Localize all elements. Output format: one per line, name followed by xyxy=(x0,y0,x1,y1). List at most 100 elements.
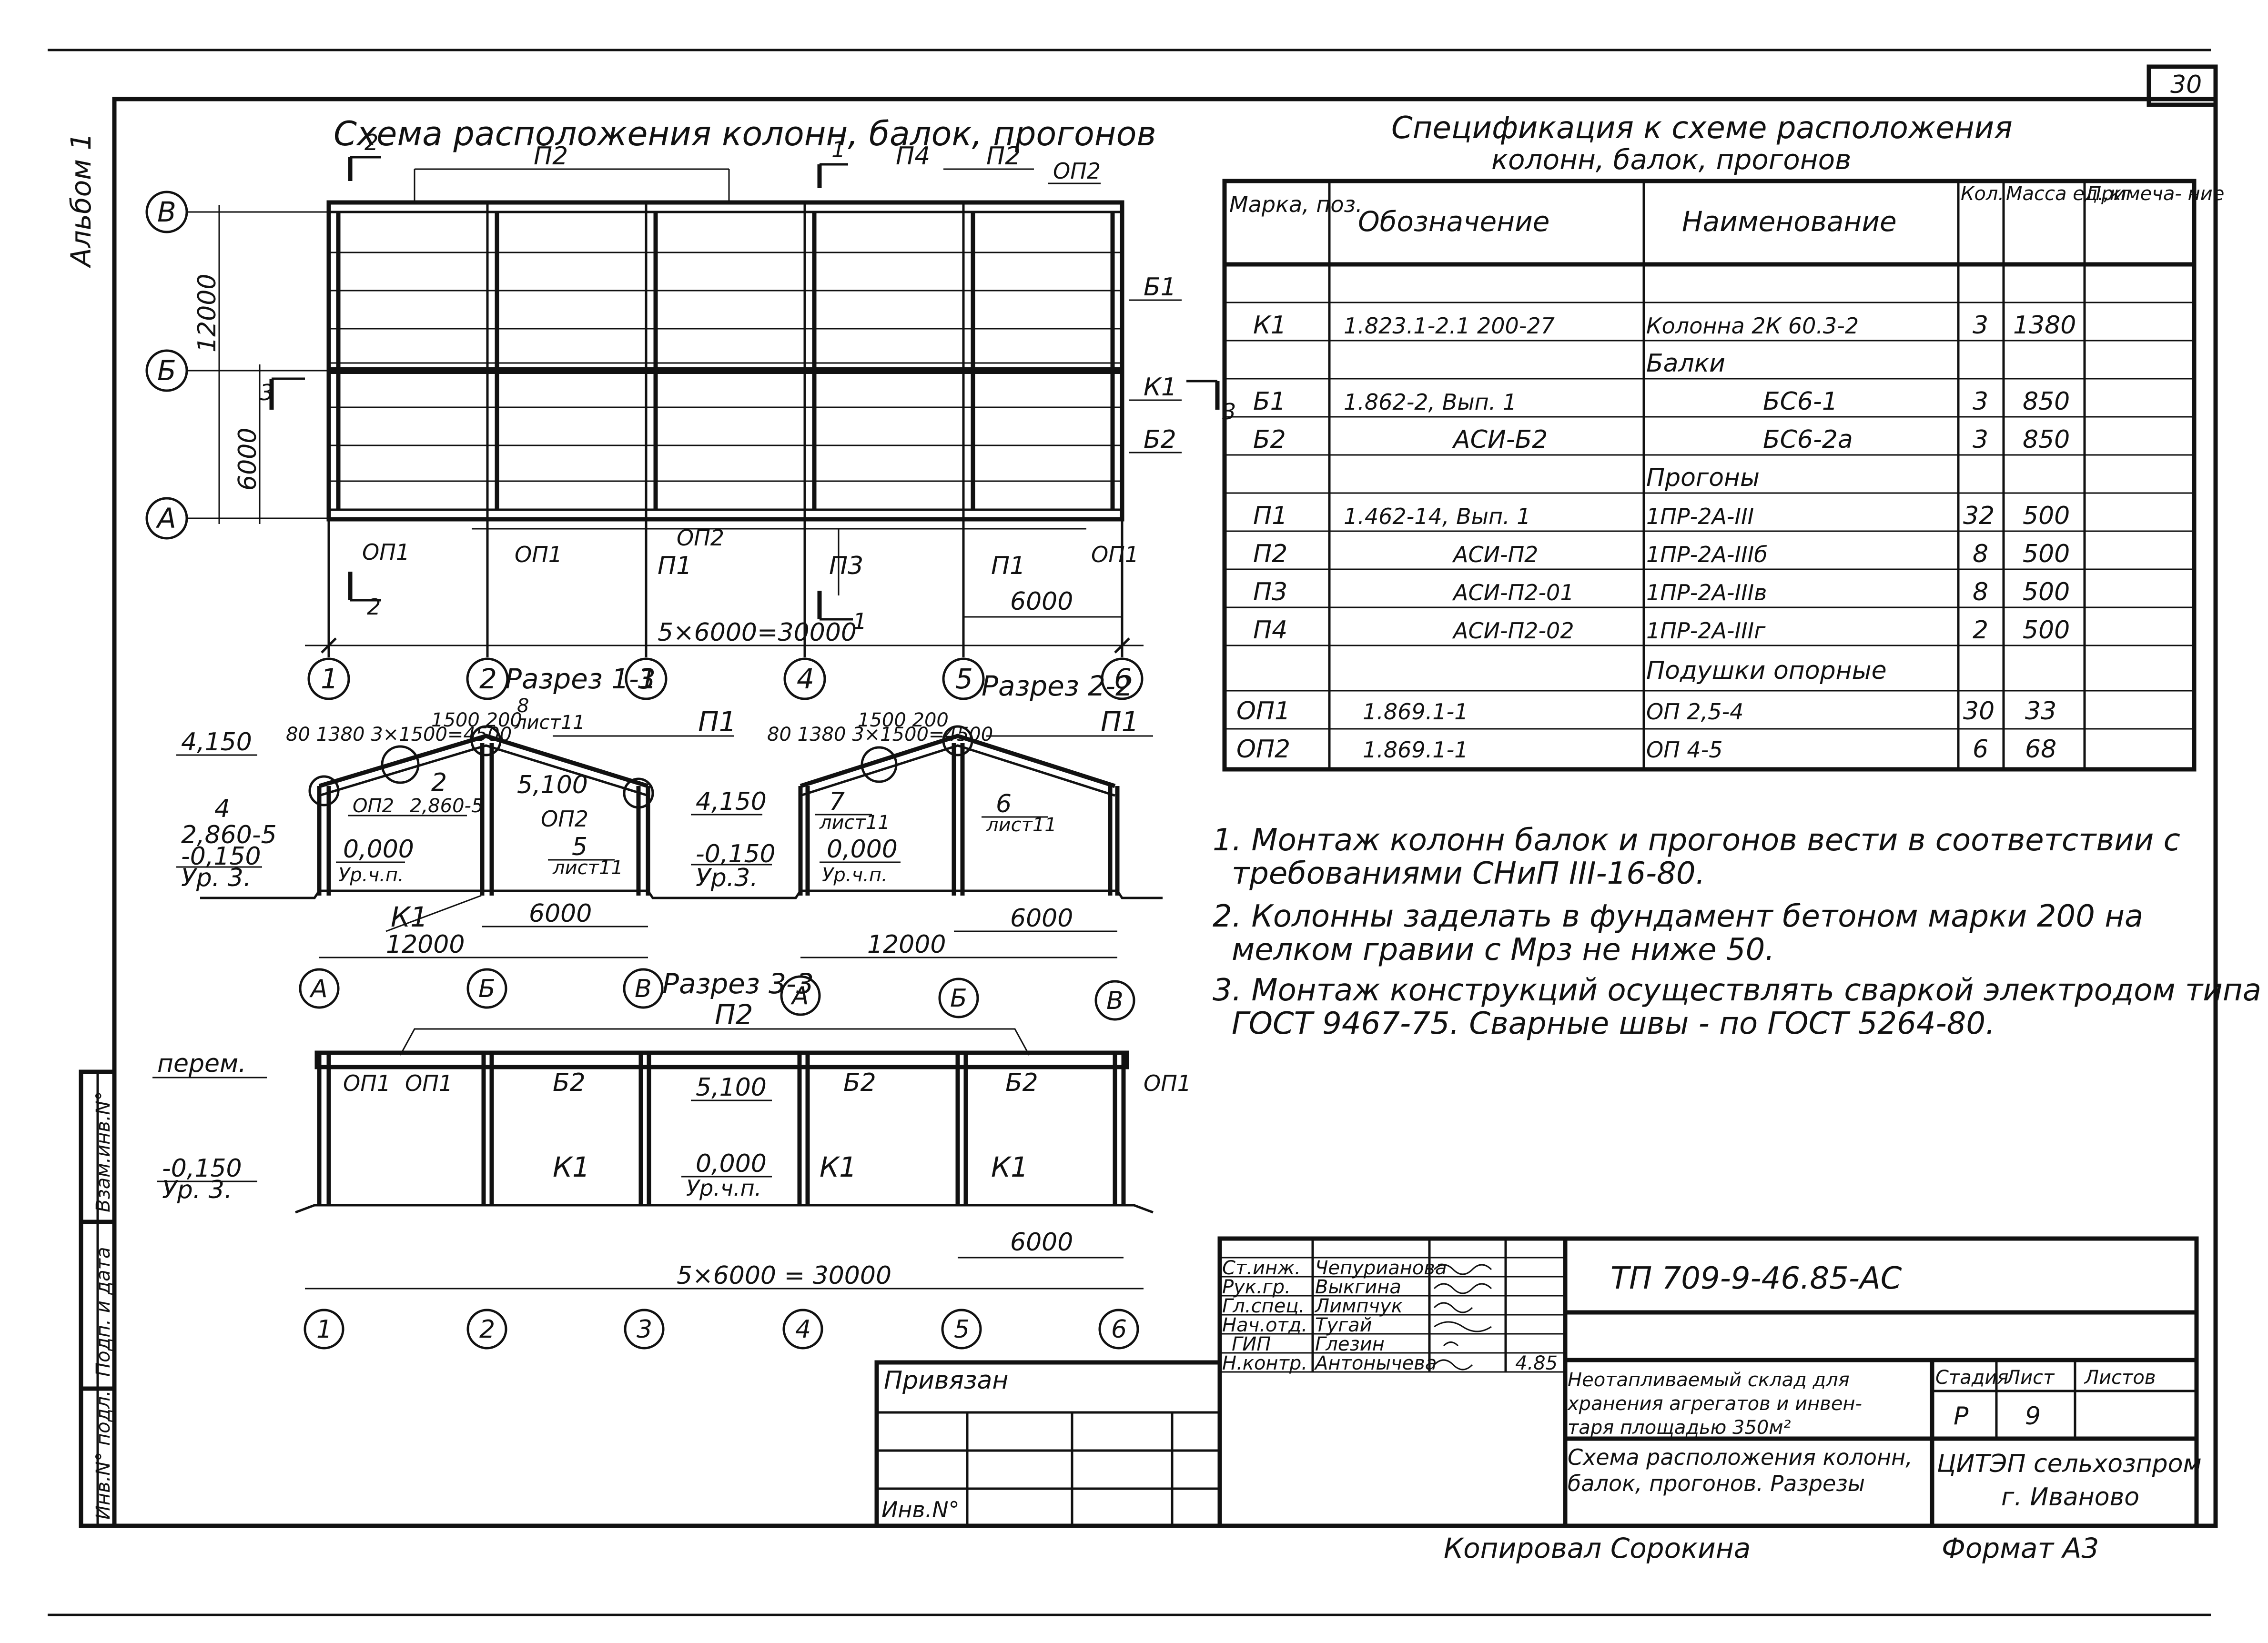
spec-row-op1-name: ОП 2,5-4 xyxy=(1646,699,1743,725)
spec-row-op1-qty: 30 xyxy=(1963,697,1995,726)
spec-row-p2-name: 1ПР-2А-IIIб xyxy=(1646,542,1768,567)
section11-axis-b: Б xyxy=(478,975,496,1003)
spec-row-p2-mark: П2 xyxy=(1253,540,1287,568)
spec-row-b1-name: БС6-1 xyxy=(1763,387,1838,416)
section33-urchp: Ур.ч.п. xyxy=(686,1175,761,1201)
stamp-role-3: Гл.спец. xyxy=(1222,1295,1305,1317)
section11-urchp: Ур.ч.п. xyxy=(338,864,404,886)
plan-label-op1-b: ОП1 xyxy=(515,542,562,567)
section11-dims2: 1500 200 xyxy=(431,709,522,731)
spec-row-k1-qty: 3 xyxy=(1973,311,1988,340)
plan-dim-12000: 12000 xyxy=(193,274,222,353)
stamp-org-1: ЦИТЭП сельхозпром xyxy=(1937,1450,2202,1478)
spec-row-p4-mass: 500 xyxy=(2023,616,2070,645)
section33-dim-6000: 6000 xyxy=(1010,1228,1073,1257)
plan-label-p4: П4 xyxy=(896,142,930,171)
spec-row-k1-mark: К1 xyxy=(1253,311,1286,340)
note-line-3: 2. Колонны заделать в фундамент бетоном … xyxy=(1213,899,2143,934)
stamp-stage-header: Стадия xyxy=(1935,1367,2008,1389)
section33-op1-a: ОП1 xyxy=(343,1070,391,1096)
spec-row-k1-name: Колонна 2К 60.3-2 xyxy=(1646,313,1859,339)
section11-lvl-2860b: 2,860-5 xyxy=(410,795,483,817)
section22-list11a: лист11 xyxy=(819,812,890,834)
section11-c2: 2 xyxy=(431,768,447,797)
stamp-stage-value: Р xyxy=(1954,1402,1969,1431)
section33-axis-4: 4 xyxy=(795,1315,811,1344)
album-label: Альбом 1 xyxy=(65,133,97,269)
section22-lvl-m0150: -0,150 xyxy=(696,840,776,868)
section-1-1: Разрез 1-1 80 1380 3×1500=4500 1500 200 … xyxy=(176,663,737,1009)
stamp-role-6: Н.контр. xyxy=(1222,1352,1307,1374)
spec-row-op2-mark: ОП2 xyxy=(1236,735,1290,764)
section11-title: Разрез 1-1 xyxy=(505,663,657,695)
title-block: Привязан Инв.N° xyxy=(874,1236,2202,1528)
axis-col-4: 4 xyxy=(797,663,814,695)
plan-label-op2-top: ОП2 xyxy=(1053,158,1101,184)
section33-dim-total: 5×6000 = 30000 xyxy=(677,1261,891,1290)
stamp-sheet-value: 9 xyxy=(2025,1402,2041,1431)
spec-row-b2-designation: АСИ-Б2 xyxy=(1452,425,1548,454)
spec-row-p4-mark: П4 xyxy=(1253,616,1287,645)
stamp-object-1: Неотапливаемый склад для xyxy=(1568,1369,1850,1391)
spec-row-b2-mass: 850 xyxy=(2023,425,2070,454)
axis-col-6: 6 xyxy=(1114,663,1132,695)
spec-row-p4-qty: 2 xyxy=(1973,616,1988,645)
stamp-role-1: Ст.инж. xyxy=(1222,1257,1301,1279)
stamp-invn: Инв.N° xyxy=(881,1497,960,1522)
side-label-inv: Инв.N° подл. xyxy=(92,1390,114,1520)
section11-c5: 5 xyxy=(572,833,587,861)
section11-p1: П1 xyxy=(698,706,737,738)
spec-row-op2-qty: 6 xyxy=(1973,735,1988,764)
spec-row-p1-qty: 32 xyxy=(1963,502,1995,530)
plan-cut-1-bottom: 1 xyxy=(853,608,867,634)
side-label-sign: Подп. и дата xyxy=(92,1247,114,1377)
plan-dim-6000: 6000 xyxy=(233,428,262,491)
spec-row-op2-name: ОП 4-5 xyxy=(1646,737,1723,763)
note-line-5: 3. Монтаж конструкций осуществлять сварк… xyxy=(1213,973,2268,1008)
section33-k1-b: К1 xyxy=(820,1151,857,1183)
spec-title-1: Спецификация к схеме расположения xyxy=(1391,111,2013,146)
stamp-name-6: Антонычева xyxy=(1314,1352,1437,1374)
stamp-object-3: таря площадью 350м² xyxy=(1568,1417,1791,1439)
spec-header-designation: Обозначение xyxy=(1358,205,1549,238)
plan-label-p2-left: П2 xyxy=(534,142,568,171)
section33-lvl-0000: 0,000 xyxy=(696,1149,767,1178)
plan-label-p2-right: П2 xyxy=(986,142,1021,171)
spec-row-b2-mark: Б2 xyxy=(1253,425,1286,454)
section11-lvl-2860: 2,860-5 xyxy=(181,821,277,849)
plan-label-op1-a: ОП1 xyxy=(362,539,410,565)
axis-col-3: 3 xyxy=(638,663,656,695)
spec-row-p1-designation: 1.462-14, Вып. 1 xyxy=(1344,504,1531,529)
stamp-org-2: г. Иваново xyxy=(2001,1483,2139,1512)
stamp-name-1: Чепурианова xyxy=(1315,1257,1447,1279)
section33-op1-c: ОП1 xyxy=(1144,1070,1191,1096)
note-line-1: 1. Монтаж колонн балок и прогонов вести … xyxy=(1213,823,2180,858)
plan-label-p3: П3 xyxy=(829,552,863,580)
spec-row-p2-qty: 8 xyxy=(1973,540,1988,568)
section33-k1-c: К1 xyxy=(991,1151,1028,1183)
section33-lvl-5100: 5,100 xyxy=(696,1073,767,1102)
spec-row-p4-designation: АСИ-П2-02 xyxy=(1452,618,1574,644)
spec-header-mass: Масса ед.,кг xyxy=(2006,183,2132,205)
spec-row-p3-name: 1ПР-2А-IIIв xyxy=(1646,580,1767,605)
section33-axis-6: 6 xyxy=(1111,1315,1127,1344)
spec-row-k1-mass: 1380 xyxy=(2013,311,2076,340)
section33-b2-c: Б2 xyxy=(1005,1068,1038,1097)
plan-cut-1-top: 1 xyxy=(831,137,845,162)
plan-label-op1-c: ОП1 xyxy=(1091,542,1139,567)
stamp-role-2: Рук.гр. xyxy=(1222,1276,1291,1298)
signatures xyxy=(1433,1264,1492,1371)
spec-row-p1-name: 1ПР-2А-III xyxy=(1646,504,1754,529)
section22-list11b: лист11 xyxy=(986,814,1057,836)
section33-axis-2: 2 xyxy=(479,1315,495,1344)
note-line-4: мелком гравии с Мрз не ниже 50. xyxy=(1232,932,1775,968)
note-line-2: требованиями СНиП III-16-80. xyxy=(1232,856,1705,891)
section11-dim-6000: 6000 xyxy=(529,899,592,928)
spec-group-purlins: Прогоны xyxy=(1646,464,1760,492)
section11-op2-a: ОП2 xyxy=(353,795,394,817)
spec-row-p3-mass: 500 xyxy=(2023,578,2070,606)
spec-row-b1-mass: 850 xyxy=(2023,387,2070,416)
plan-cut-3-left: 3 xyxy=(260,380,273,405)
stamp-role-5: ГИП xyxy=(1232,1333,1271,1355)
